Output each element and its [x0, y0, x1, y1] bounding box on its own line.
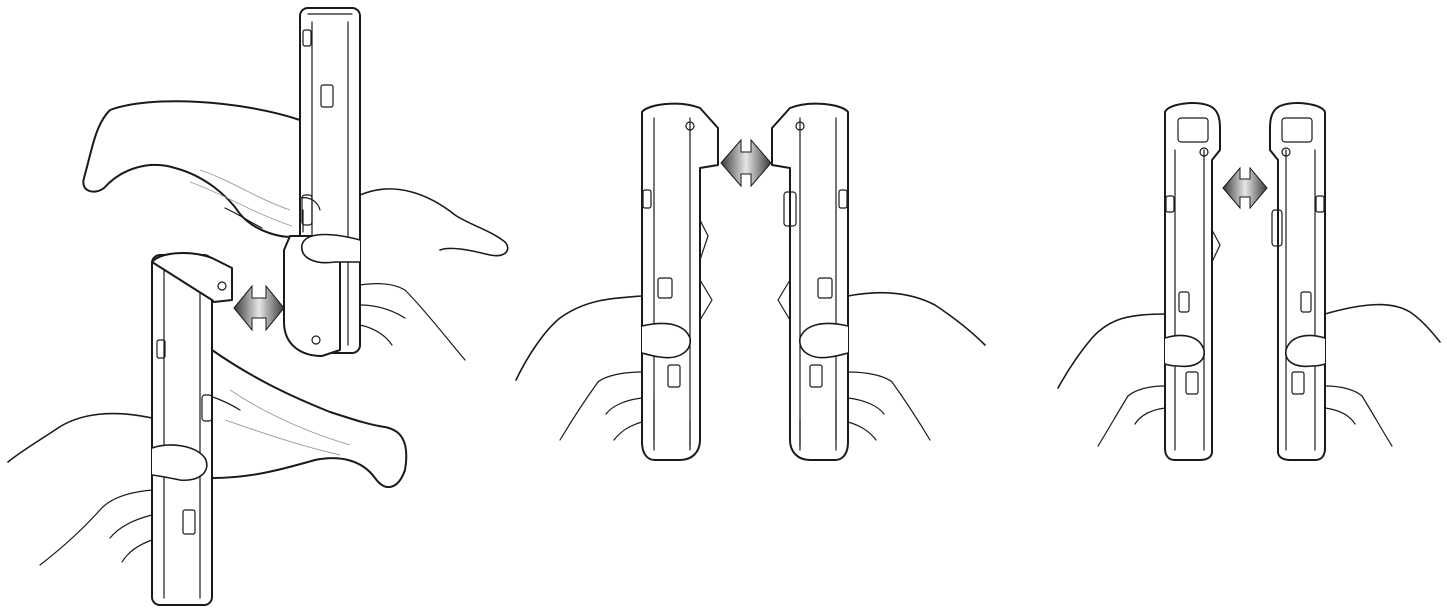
lower-trigger-handle	[212, 350, 406, 487]
lower-device-body	[152, 255, 212, 605]
left-device-with-scanner	[1165, 103, 1220, 460]
panel-1	[8, 8, 508, 605]
upper-device-with-trigger-handle	[83, 8, 360, 356]
right-device-with-scanner	[1270, 103, 1325, 460]
right-scanner-device-body	[1270, 103, 1325, 460]
right-device	[772, 104, 848, 460]
double-headed-arrow-3	[1223, 168, 1267, 208]
double-headed-arrow-1	[234, 286, 284, 330]
left-scanner-device-body	[1165, 103, 1220, 460]
left-device	[642, 104, 718, 460]
double-headed-arrow-2	[721, 140, 771, 186]
panel-2	[516, 104, 985, 460]
panel-3	[1058, 103, 1440, 460]
